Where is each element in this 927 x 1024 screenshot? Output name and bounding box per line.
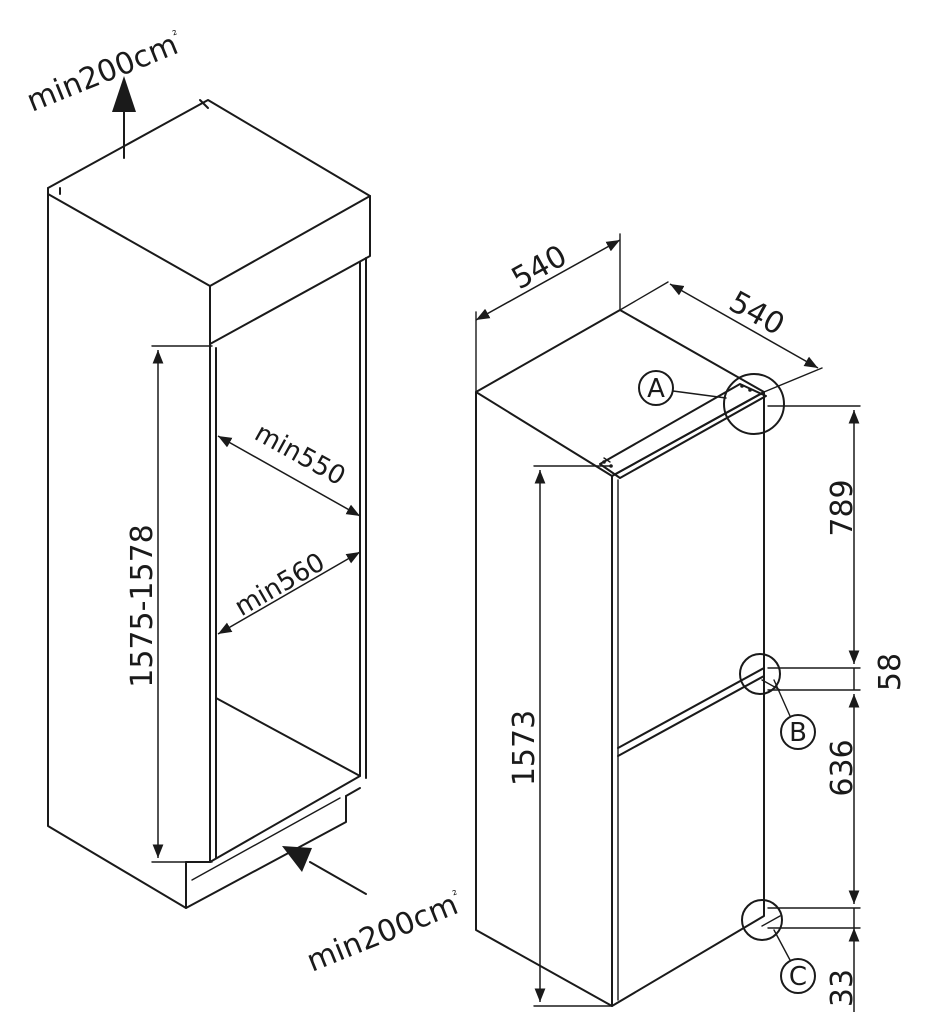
callout-c: C — [741, 899, 816, 994]
appliance-height-dimension: 1573 — [507, 465, 613, 1007]
appliance-body — [475, 309, 767, 1007]
top-ventilation-arrow — [112, 76, 136, 159]
callout-b-label: B — [789, 718, 807, 748]
niche-height-label: 1575-1578 — [125, 524, 160, 688]
niche-depth-label: min550 — [249, 418, 350, 492]
dim-lower-label: 636 — [825, 739, 860, 796]
callout-a: A — [638, 370, 785, 435]
dim-gap-label: 58 — [873, 653, 908, 691]
dim-bottom-label: 33 — [825, 969, 860, 1007]
callout-a-label: A — [647, 374, 665, 404]
niche-width-label: min560 — [230, 547, 330, 622]
callout-c-label: C — [789, 962, 807, 992]
callout-b: B — [739, 653, 816, 750]
top-ventilation-label: min200cm² — [22, 25, 188, 119]
niche-width-dimension: min560 — [217, 547, 361, 635]
cabinet-niche: 1575-1578 min550 min560 min200cm² min200… — [22, 25, 468, 979]
niche-depth-dimension: min550 — [217, 418, 361, 517]
appliance-depth-label: 540 — [723, 285, 790, 343]
appliance-width-dimension: 540 — [475, 233, 621, 393]
bottom-ventilation-label: min200cm² — [302, 885, 468, 979]
appliance-width-label: 540 — [506, 239, 573, 297]
dim-upper-label: 789 — [825, 479, 860, 536]
door-dimension-chain: 789 58 636 33 — [767, 405, 908, 1012]
appliance-height-label: 1573 — [507, 710, 542, 786]
bottom-ventilation-arrow — [282, 846, 367, 895]
niche-height-dimension: 1575-1578 — [125, 345, 213, 863]
